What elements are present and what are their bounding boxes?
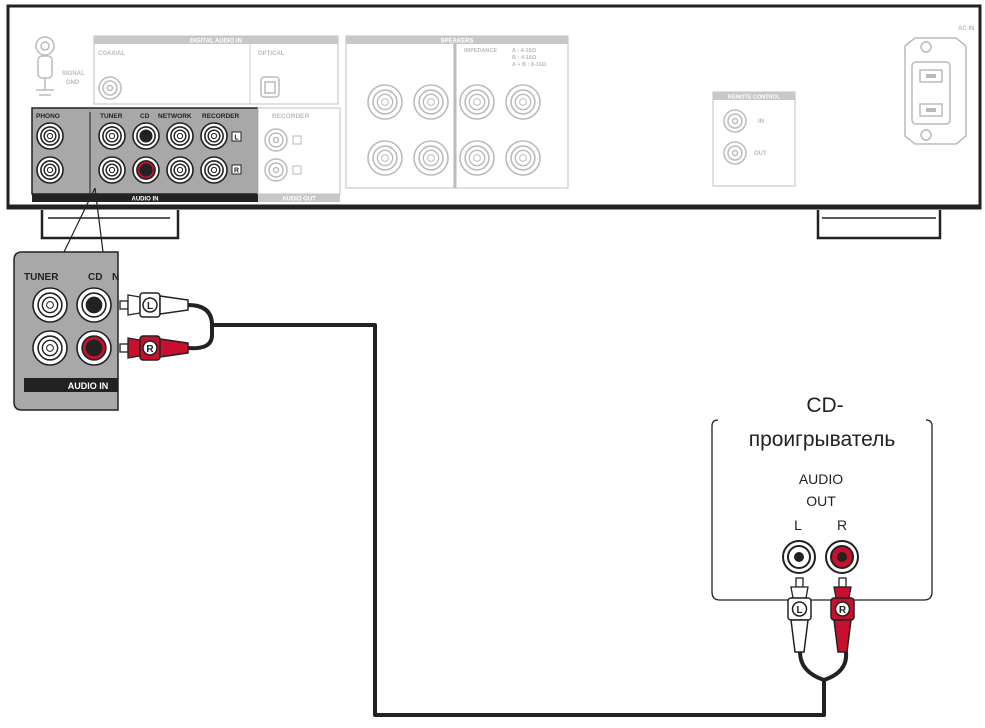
zoom-network-partial: N (112, 272, 119, 283)
audio-in-jacks (36, 122, 228, 184)
amplifier-rear-panel: SIGNAL GND DIGITAL AUDIO IN COAXIAL OPTI… (6, 4, 982, 240)
impedance-b: B : 4-16Ω (512, 55, 537, 61)
cd-jack-r (825, 540, 859, 574)
zoom-jack-cd-r (76, 330, 112, 366)
left-foot (40, 210, 180, 240)
plug-l-amp: L (119, 292, 189, 318)
recorder-out-label: RECORDER (272, 113, 310, 120)
digital-audio-in-label: DIGITAL AUDIO IN (190, 39, 242, 45)
amp-jack-cd-l (132, 122, 160, 150)
right-foot (816, 210, 942, 240)
cd-audio-label: AUDIO (799, 471, 843, 487)
speaker-post-4 (367, 140, 403, 176)
amp-jack-recorder-l (200, 122, 228, 150)
amp-jack-tuner-r (98, 156, 126, 184)
plug-r-cd: R (830, 577, 855, 653)
remote-in-jack (723, 109, 747, 133)
speaker-post-7 (505, 140, 541, 176)
phono-label: PHONO (36, 113, 60, 120)
amp-jack-network-l (166, 122, 194, 150)
recorder-label: RECORDER (202, 113, 240, 120)
cd-out-label: OUT (806, 493, 836, 509)
speaker-post-0 (367, 84, 403, 120)
plug-r-amp-label: R (146, 344, 154, 355)
amp-jack-phono-l (36, 122, 64, 150)
tuner-label: TUNER (100, 113, 123, 120)
cd-l-label: L (794, 517, 802, 533)
digital-audio-in-section: DIGITAL AUDIO IN COAXIAL OPTICAL (93, 35, 339, 105)
amp-jack-recorder-r (200, 156, 228, 184)
speaker-post-6 (459, 140, 495, 176)
remote-in-label: IN (758, 119, 764, 125)
amp-jack-network-r (166, 156, 194, 184)
impedance-a: A : 4-16Ω (512, 48, 537, 54)
plug-r-cd-label: R (839, 605, 847, 616)
remote-out-label: OUT (754, 151, 767, 157)
audio-in-panel: AUDIO IN PHONO TUNER CD NETWORK RECORDER… (31, 107, 259, 203)
cd-label: CD (140, 113, 150, 120)
remote-out-jack (723, 141, 747, 165)
cd-player-title-line2: проигрыватель (749, 428, 896, 451)
audio-out-panel: AUDIO OUT RECORDER (257, 107, 341, 203)
remote-control-section: REMOTE CONTROL IN OUT (712, 91, 796, 187)
ac-in-label: AC IN (958, 26, 974, 32)
impedance-ab: A + B : 8-16Ω (512, 62, 547, 68)
cd-r-label: R (837, 517, 847, 533)
speakers-label: SPEAKERS (440, 39, 473, 45)
cable-split-cd (798, 651, 849, 682)
coaxial-label: COAXIAL (98, 51, 125, 57)
zoom-callout: AUDIO IN TUNER CD N (13, 187, 119, 411)
zoom-cd-label: CD (88, 272, 102, 283)
speakers-section: SPEAKERS IMPEDANCE A : 4-16Ω B : 4-16Ω A… (345, 35, 569, 189)
optical-label: OPTICAL (258, 51, 285, 57)
ac-inlet: AC IN (904, 26, 974, 145)
amp-r-marker: R (234, 168, 239, 175)
optical-jack (260, 76, 280, 98)
impedance-label: IMPEDANCE (464, 48, 497, 54)
plug-l-amp-label: L (147, 301, 153, 312)
zoom-jack-tuner-r (32, 330, 68, 366)
cd-jack-l (782, 540, 816, 574)
speaker-post-1 (413, 84, 449, 120)
zoom-jack-tuner-l (32, 287, 68, 323)
remote-control-label: REMOTE CONTROL (728, 95, 781, 101)
speaker-terminal-posts (367, 84, 541, 176)
zoom-tuner-label: TUNER (24, 272, 59, 283)
cd-player-title-line1: CD- (806, 394, 843, 417)
amp-jack-phono-r (36, 156, 64, 184)
rca-cable (187, 303, 849, 717)
amp-jack-tuner-l (98, 122, 126, 150)
signal-gnd-terminal (35, 36, 55, 96)
zoom-jacks (32, 287, 112, 366)
cd-player: CD- проигрыватель AUDIO OUT L R (711, 394, 933, 601)
signal-label: SIGNAL (62, 71, 85, 77)
amp-l-marker: L (234, 135, 239, 142)
plug-l-cd-label: L (796, 605, 802, 616)
speaker-post-5 (413, 140, 449, 176)
amp-jack-cd-r (132, 156, 160, 184)
zoom-jack-cd-l (76, 287, 112, 323)
zoom-audio-in-label: AUDIO IN (68, 381, 109, 391)
cable-split-amp (187, 303, 214, 351)
coaxial-jack (98, 76, 122, 100)
plug-l-cd: L (787, 577, 812, 653)
speaker-post-3 (505, 84, 541, 120)
network-label: NETWORK (158, 113, 192, 120)
cable-main-run (212, 323, 826, 717)
plug-r-amp: R (119, 335, 189, 361)
audio-out-label: AUDIO OUT (282, 197, 316, 203)
gnd-label: GND (66, 80, 80, 86)
audio-in-label: AUDIO IN (132, 197, 159, 203)
speaker-post-2 (459, 84, 495, 120)
